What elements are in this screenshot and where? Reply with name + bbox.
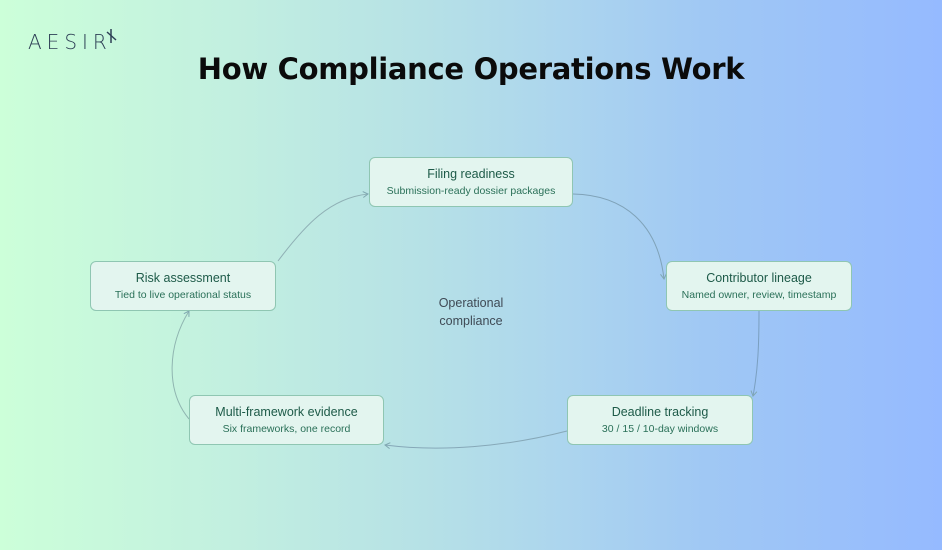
node-multi-framework-evidence[interactable]: Multi-framework evidence Six frameworks,… bbox=[189, 395, 384, 445]
node-subtitle: Tied to live operational status bbox=[114, 289, 252, 301]
node-title: Contributor lineage bbox=[706, 271, 812, 285]
brand-logo: AESIR bbox=[28, 30, 112, 54]
node-subtitle: Six frameworks, one record bbox=[222, 423, 351, 435]
rune-mark-icon bbox=[106, 29, 117, 43]
node-risk-assessment[interactable]: Risk assessment Tied to live operational… bbox=[90, 261, 276, 311]
node-deadline-tracking[interactable]: Deadline tracking 30 / 15 / 10-day windo… bbox=[567, 395, 753, 445]
node-title: Deadline tracking bbox=[611, 405, 709, 419]
edge-deadline-to-evidence bbox=[384, 430, 568, 449]
edge-contributor-to-deadline bbox=[750, 310, 760, 397]
node-subtitle: 30 / 15 / 10-day windows bbox=[601, 423, 719, 435]
center-label: Operational compliance bbox=[421, 294, 521, 330]
node-title: Risk assessment bbox=[135, 271, 231, 285]
node-title: Multi-framework evidence bbox=[215, 405, 358, 419]
edge-evidence-to-risk bbox=[171, 310, 190, 420]
center-label-line1: Operational bbox=[438, 296, 504, 310]
edge-filing-to-contributor bbox=[572, 193, 667, 280]
center-label-line2: compliance bbox=[439, 314, 503, 328]
node-filing-readiness[interactable]: Filing readiness Submission-ready dossie… bbox=[369, 157, 573, 207]
node-subtitle: Named owner, review, timestamp bbox=[681, 289, 837, 301]
node-contributor-lineage[interactable]: Contributor lineage Named owner, review,… bbox=[666, 261, 852, 311]
edge-risk-to-filing bbox=[277, 191, 369, 262]
node-subtitle: Submission-ready dossier packages bbox=[386, 185, 556, 197]
page-title: How Compliance Operations Work bbox=[197, 52, 745, 86]
node-title: Filing readiness bbox=[427, 167, 515, 181]
